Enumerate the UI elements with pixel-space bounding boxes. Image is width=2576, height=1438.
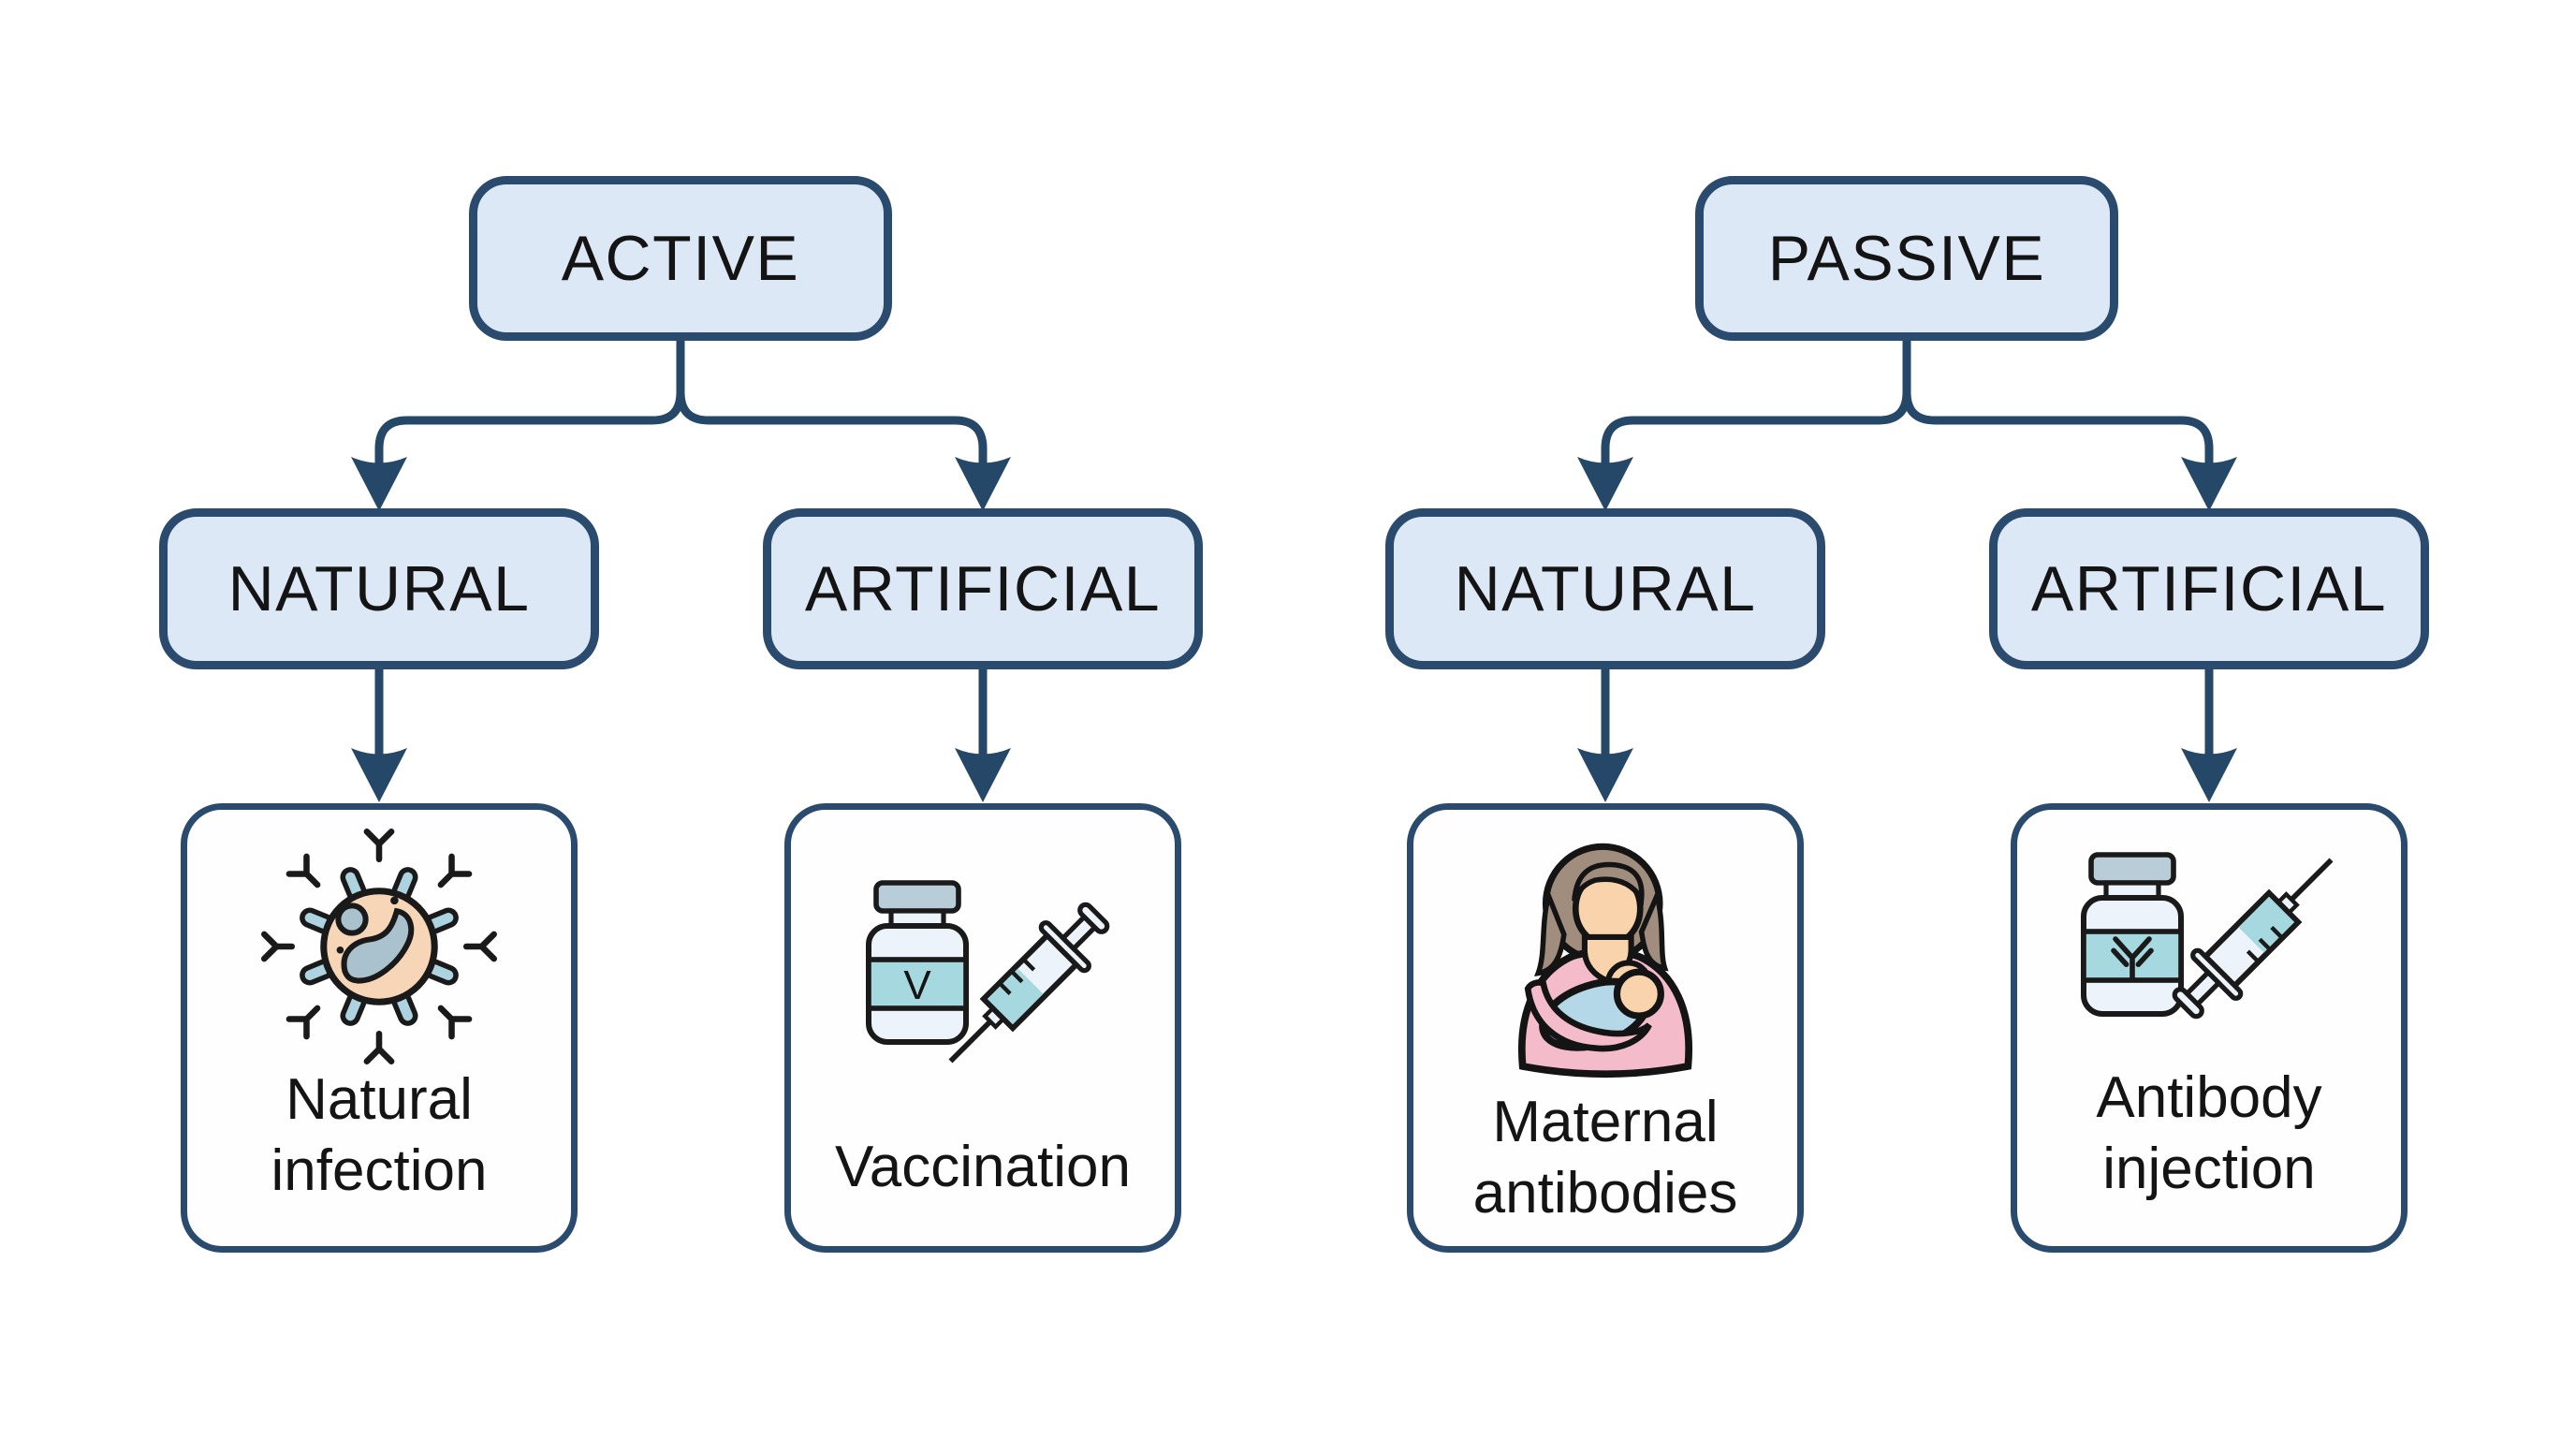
card-antibody-injection-caption: Antibody injection: [2096, 1065, 2322, 1201]
node-active-natural-label: NATURAL: [227, 553, 531, 624]
card-maternal-antibodies-caption: Maternal antibodies: [1472, 1090, 1738, 1225]
node-passive-natural-label: NATURAL: [1454, 553, 1757, 624]
antibody-y-shapes: [261, 829, 497, 1064]
node-active-artificial: ARTIFICIAL: [763, 508, 1203, 669]
arrow-active-to-artificial: [676, 340, 988, 466]
antibody-y-glyph: [2111, 936, 2154, 981]
node-active-artificial-label: ARTIFICIAL: [804, 553, 1162, 624]
arrow-passive-to-artificial: [1902, 340, 2214, 466]
card-natural-infection-caption: Natural infection: [271, 1067, 488, 1203]
node-active: ACTIVE: [469, 176, 892, 341]
antibody-vial-syringe-icon: [2081, 852, 2334, 1020]
node-passive-artificial-label: ARTIFICIAL: [2030, 553, 2388, 624]
arrow-passive-to-natural: [1601, 340, 1911, 466]
syringe: [948, 902, 1110, 1064]
node-passive-natural: NATURAL: [1385, 508, 1825, 669]
node-active-natural: NATURAL: [159, 508, 599, 669]
arrowheads: [351, 457, 2237, 802]
card-vaccination-caption: Vaccination: [835, 1135, 1131, 1200]
syringe: [2172, 858, 2334, 1020]
node-passive: PASSIVE: [1695, 176, 2118, 341]
vial-letter: V: [903, 962, 931, 1008]
breastfeeding-mother-icon: [1518, 843, 1692, 1078]
vaccine-vial: V: [866, 880, 969, 1046]
pathogen-inner-blob: [341, 907, 415, 984]
node-passive-label: PASSIVE: [1767, 223, 2046, 294]
baby-head: [1613, 968, 1664, 1020]
pathogen-inner-circle: [335, 902, 369, 936]
vaccine-vial-syringe-icon: V: [866, 880, 1110, 1064]
arrow-active-to-natural: [374, 340, 685, 466]
node-active-label: ACTIVE: [561, 223, 800, 294]
card-vaccination: V Vaccination: [784, 803, 1181, 1253]
antibody-vial: [2081, 852, 2184, 1017]
node-passive-artificial: ARTIFICIAL: [1989, 508, 2429, 669]
card-antibody-injection: Antibody injection: [2011, 803, 2408, 1253]
pathogen-icon: [261, 829, 497, 1064]
card-natural-infection: Natural infection: [181, 803, 578, 1253]
card-maternal-antibodies: Maternal antibodies: [1407, 803, 1804, 1253]
mother-arm: [1524, 979, 1652, 1052]
